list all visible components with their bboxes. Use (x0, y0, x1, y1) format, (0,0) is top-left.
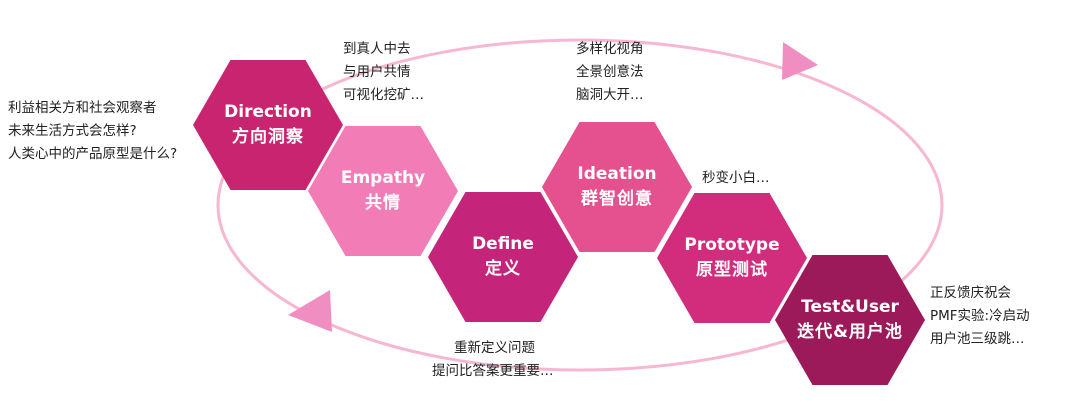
hex-empathy: Empathy 共情 (308, 126, 458, 256)
note-test-user-line-2: PMF实验:冷启动 (930, 308, 1030, 324)
loop-arrow-top-right (782, 42, 818, 80)
hex-test-user-cn: 迭代&用户池 (797, 322, 903, 342)
loop-arrow-bottom-left (288, 290, 332, 332)
hex-direction-cn: 方向洞察 (232, 127, 304, 147)
note-empathy-line-2: 与用户共情 (343, 64, 411, 80)
note-direction-line-3: 人类心中的产品原型是什么? (8, 146, 178, 162)
note-ideation-line-1: 多样化视角 (576, 41, 644, 57)
note-direction: 利益相关方和社会观察者 未来生活方式会怎样? 人类心中的产品原型是什么? (8, 97, 177, 166)
hex-empathy-en: Empathy (340, 168, 426, 188)
hex-prototype-cn: 原型测试 (696, 260, 768, 280)
note-test-user: 正反馈庆祝会 PMF实验:冷启动 用户池三级跳… (930, 282, 1030, 351)
note-prototype-line-1: 秒变小白… (702, 170, 770, 186)
note-empathy-line-1: 到真人中去 (343, 41, 411, 57)
hex-direction-en: Direction (224, 102, 312, 122)
note-direction-line-2: 未来生活方式会怎样? (8, 123, 137, 139)
note-define-line-1: 重新定义问题 (454, 340, 535, 356)
note-define-line-2: 提问比答案更重要… (432, 363, 554, 379)
note-prototype: 秒变小白… (702, 167, 770, 190)
hex-define-cn: 定义 (485, 259, 521, 279)
note-define: 重新定义问题 提问比答案更重要… (432, 337, 554, 383)
hex-prototype-en: Prototype (684, 235, 780, 255)
loop-ellipse (216, 38, 944, 372)
hex-define-en: Define (472, 234, 534, 254)
hex-ideation-cn: 群智创意 (581, 189, 653, 209)
hex-empathy-cn: 共情 (365, 193, 401, 213)
note-test-user-line-3: 用户池三级跳… (930, 331, 1025, 347)
note-empathy: 到真人中去 与用户共情 可视化挖矿… (343, 38, 424, 107)
hex-ideation-en: Ideation (577, 164, 657, 184)
note-direction-line-1: 利益相关方和社会观察者 (8, 100, 157, 116)
note-empathy-line-3: 可视化挖矿… (343, 87, 424, 103)
hex-ideation: Ideation 群智创意 (542, 122, 692, 252)
note-ideation-line-3: 脑洞大开… (576, 87, 644, 103)
note-test-user-line-1: 正反馈庆祝会 (930, 285, 1011, 301)
hex-test-user-en: Test&User (801, 297, 899, 317)
note-ideation-line-2: 全景创意法 (576, 64, 644, 80)
note-ideation: 多样化视角 全景创意法 脑洞大开… (576, 38, 644, 107)
